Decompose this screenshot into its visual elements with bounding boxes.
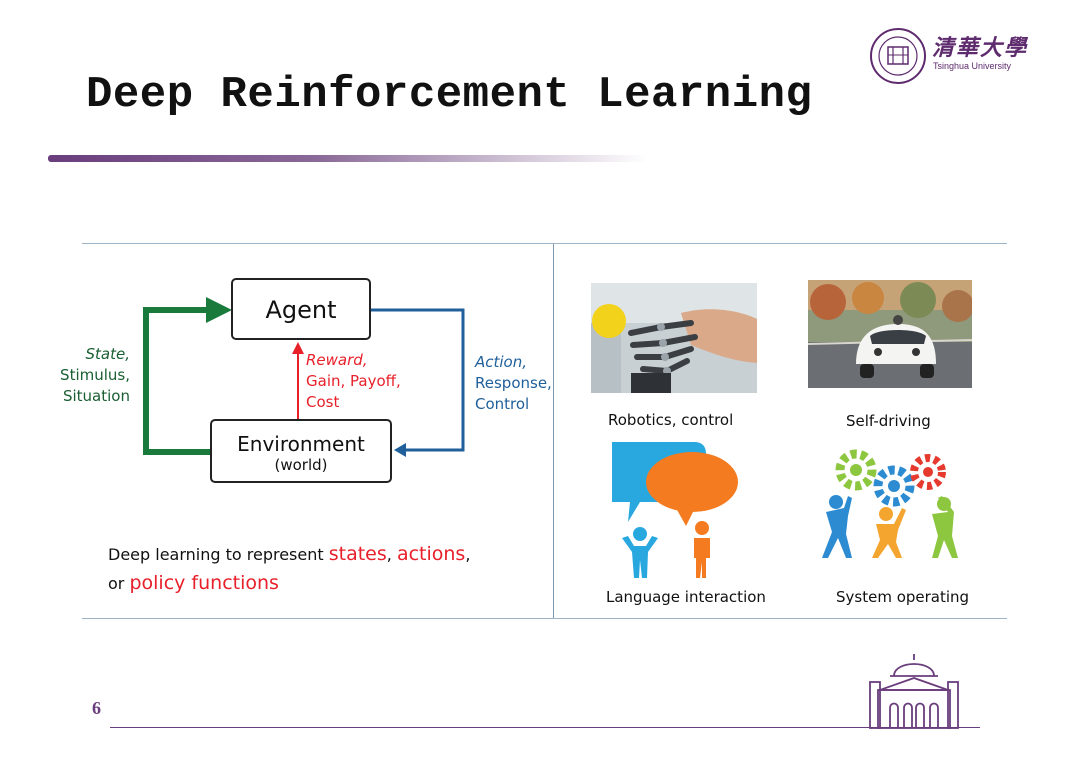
summary-comma: , — [465, 545, 471, 564]
agent-label: Agent — [265, 296, 337, 324]
action-labels: Action, Response, Control — [475, 352, 552, 415]
people-gears-icon — [822, 449, 958, 558]
app-label-system-operating: System operating — [836, 588, 970, 606]
summary-text: Deep learning to represent states, actio… — [108, 540, 470, 598]
environment-label: Environment — [237, 432, 365, 456]
action-arrow-line — [371, 308, 465, 452]
cost-label: Cost — [306, 393, 340, 411]
content-top-rule — [82, 243, 1007, 244]
tsinghua-logo — [870, 28, 926, 84]
content-bottom-rule — [82, 618, 1007, 619]
state-arrow-line — [143, 307, 220, 455]
response-label: Response, — [475, 374, 552, 392]
page-number: 6 — [92, 698, 101, 718]
speech-bubbles-people-icon — [612, 442, 738, 578]
highlight-actions: actions — [396, 543, 466, 565]
situation-label: Situation — [62, 387, 130, 405]
summary-line-2: or policy functions — [108, 569, 470, 598]
reward-labels: Reward, Gain, Payoff, Cost — [306, 350, 401, 413]
action-label: Action, — [475, 353, 528, 371]
app-label-self-driving: Self-driving — [846, 412, 931, 430]
app-label-robotics: Robotics, control — [608, 411, 734, 429]
state-labels: State, Stimulus, Situation — [60, 344, 130, 407]
action-arrowhead — [394, 443, 406, 457]
robot-hand-photo — [591, 283, 757, 393]
environment-box — [210, 419, 392, 483]
reward-arrowhead — [292, 342, 304, 354]
environment-sublabel: (world) — [274, 456, 328, 474]
logo-english-name: Tsinghua University — [933, 61, 1012, 71]
gain-payoff-label: Gain, Payoff, — [306, 372, 401, 390]
stimulus-label: Stimulus, — [60, 366, 130, 384]
summary-or: or — [108, 574, 130, 593]
tsinghua-building-icon — [869, 654, 959, 729]
title-underline — [48, 155, 648, 162]
content-divider — [553, 244, 554, 618]
agent-box — [231, 278, 371, 340]
highlight-states: states — [328, 543, 387, 565]
state-arrowhead — [206, 297, 232, 323]
control-label: Control — [475, 395, 530, 413]
footer-rule — [110, 727, 980, 728]
rl-loop-diagram — [143, 278, 465, 483]
slide-title: Deep Reinforcement Learning — [86, 70, 813, 120]
summary-comma: , — [386, 545, 397, 564]
highlight-policy-functions: policy functions — [129, 572, 279, 594]
summary-line-1: Deep learning to represent states, actio… — [108, 540, 470, 569]
logo-chinese-name: 清華大學 — [932, 35, 1029, 61]
app-label-language: Language interaction — [606, 588, 766, 606]
state-label: State, — [85, 345, 130, 363]
reward-label: Reward, — [306, 351, 368, 369]
self-driving-car-photo — [808, 280, 972, 388]
summary-prefix: Deep learning to represent — [108, 545, 329, 564]
